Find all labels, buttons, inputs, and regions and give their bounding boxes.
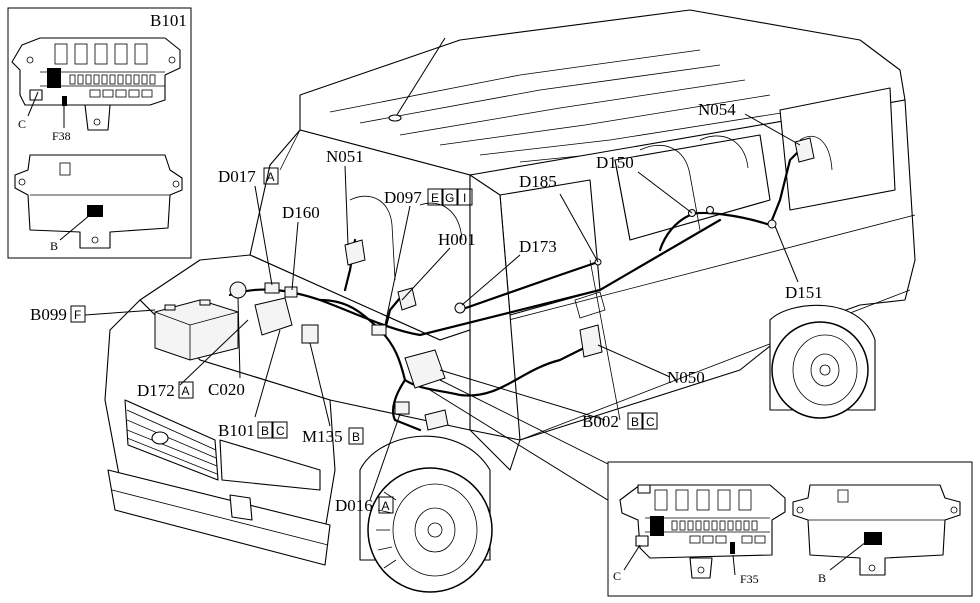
label-n050: N050	[667, 368, 705, 387]
inset2-callout-b: B	[818, 571, 826, 585]
svg-text:C: C	[646, 415, 655, 429]
label-n051: N051	[326, 147, 364, 166]
svg-text:A: A	[182, 384, 190, 398]
svg-text:B: B	[631, 415, 639, 429]
label-d017: D017	[218, 167, 256, 186]
label-d160: D160	[282, 203, 320, 222]
label-n054: N054	[698, 100, 736, 119]
component-labels: D017 A N051 D160 D097 E G I H001 D185 D1…	[30, 100, 823, 515]
label-d150: D150	[596, 153, 634, 172]
components	[154, 137, 815, 431]
wheel-icon	[367, 304, 876, 593]
fuse-box-icon	[11, 37, 181, 131]
label-b101bc: B101	[218, 421, 255, 440]
seats	[349, 135, 833, 281]
svg-text:I: I	[463, 191, 466, 205]
svg-text:G: G	[445, 191, 454, 205]
label-d097: D097	[384, 188, 422, 207]
label-b002: B002	[582, 412, 619, 431]
label-d172: D172	[137, 381, 175, 400]
label-c020: C020	[208, 380, 245, 399]
inset-top-left: B101	[7, 7, 192, 259]
inset-callout-b: B	[50, 239, 58, 253]
svg-text:A: A	[267, 170, 275, 184]
svg-text:B: B	[261, 424, 269, 438]
svg-text:E: E	[431, 191, 439, 205]
inset2-callout-f35: F35	[740, 572, 759, 586]
svg-text:A: A	[382, 499, 390, 513]
inset2-callout-c: C	[613, 569, 621, 583]
label-d016: D016	[335, 496, 373, 515]
label-d173: D173	[519, 237, 557, 256]
svg-text:F: F	[74, 308, 81, 322]
label-d185: D185	[519, 172, 557, 191]
inset-title: B101	[150, 11, 187, 30]
fuse-box-icon	[619, 484, 786, 579]
svg-text:C: C	[276, 424, 285, 438]
inset-callout-c: C	[18, 117, 26, 131]
inset-bottom-right: C F35 B	[607, 461, 973, 597]
label-h001: H001	[438, 230, 476, 249]
label-d151: D151	[785, 283, 823, 302]
inset-callout-f38: F38	[52, 129, 71, 143]
label-m135: M135	[302, 427, 343, 446]
svg-text:B: B	[352, 430, 360, 444]
antenna	[394, 37, 446, 119]
label-b099: B099	[30, 305, 67, 324]
